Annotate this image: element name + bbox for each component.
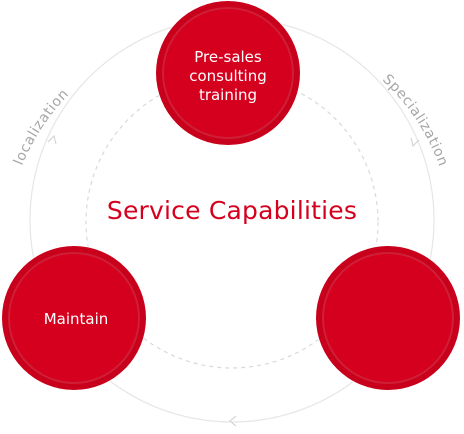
node-top-label: Pre-sales consulting training [189,48,267,104]
node-left [1,245,147,391]
arc-arrow-left-icon [47,135,57,145]
node-right [315,245,461,391]
center-title: Service Capabilities [106,196,358,225]
arc-arrow-bottom-icon [229,415,237,427]
dashed-ring [85,75,379,369]
node-left-label: Maintain [43,310,109,328]
arc-label-specialization: Specialization [379,71,451,168]
arc-arrow-right-icon [410,137,420,147]
arc-label-localization: localization [11,86,72,168]
node-top [155,0,301,146]
